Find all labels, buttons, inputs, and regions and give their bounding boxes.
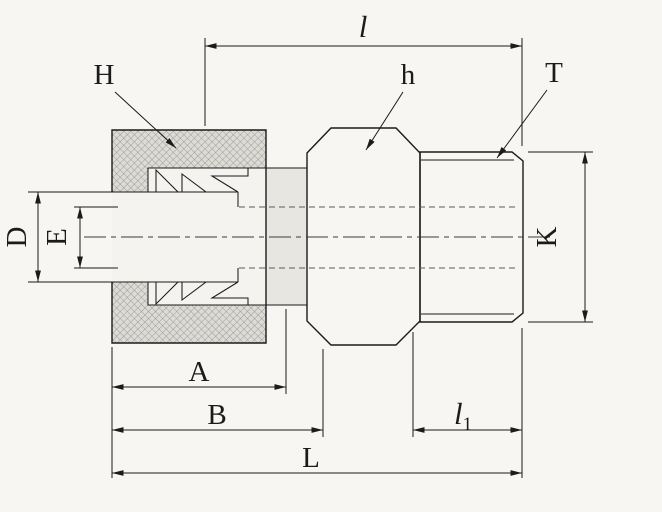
dim-label-E: E xyxy=(41,228,73,246)
bore-hidden-lines xyxy=(239,206,515,269)
thread-section xyxy=(419,151,524,323)
dim-LR-extension-lines xyxy=(111,328,523,478)
dim-label-D: D xyxy=(1,227,33,248)
thread-root-lines xyxy=(421,159,514,315)
dim-label-h: h xyxy=(401,59,416,91)
dim-label-l1-letter: l xyxy=(454,396,463,431)
body-nose xyxy=(210,168,249,305)
dim-label-B: B xyxy=(207,399,226,431)
ferrules xyxy=(155,168,208,306)
leader-T xyxy=(496,89,548,159)
dim-label-L: L xyxy=(302,442,320,474)
nut-outline xyxy=(111,129,267,344)
dimensions: l H h T D E K A B l1 xyxy=(1,9,593,478)
dim-label-T: T xyxy=(545,57,563,89)
cavity-outline xyxy=(147,167,307,306)
leader-h xyxy=(365,91,404,151)
dim-label-l1: l1 xyxy=(454,396,472,435)
dim-label-l: l xyxy=(359,9,368,44)
dim-label-H: H xyxy=(94,59,115,91)
fitting-body xyxy=(84,127,550,346)
dim-label-K: K xyxy=(531,226,563,247)
dim-label-l1-subscript: 1 xyxy=(463,414,473,435)
dim-label-A: A xyxy=(189,356,210,388)
leader-H xyxy=(114,91,177,149)
dim-l-extension-lines xyxy=(204,38,523,146)
